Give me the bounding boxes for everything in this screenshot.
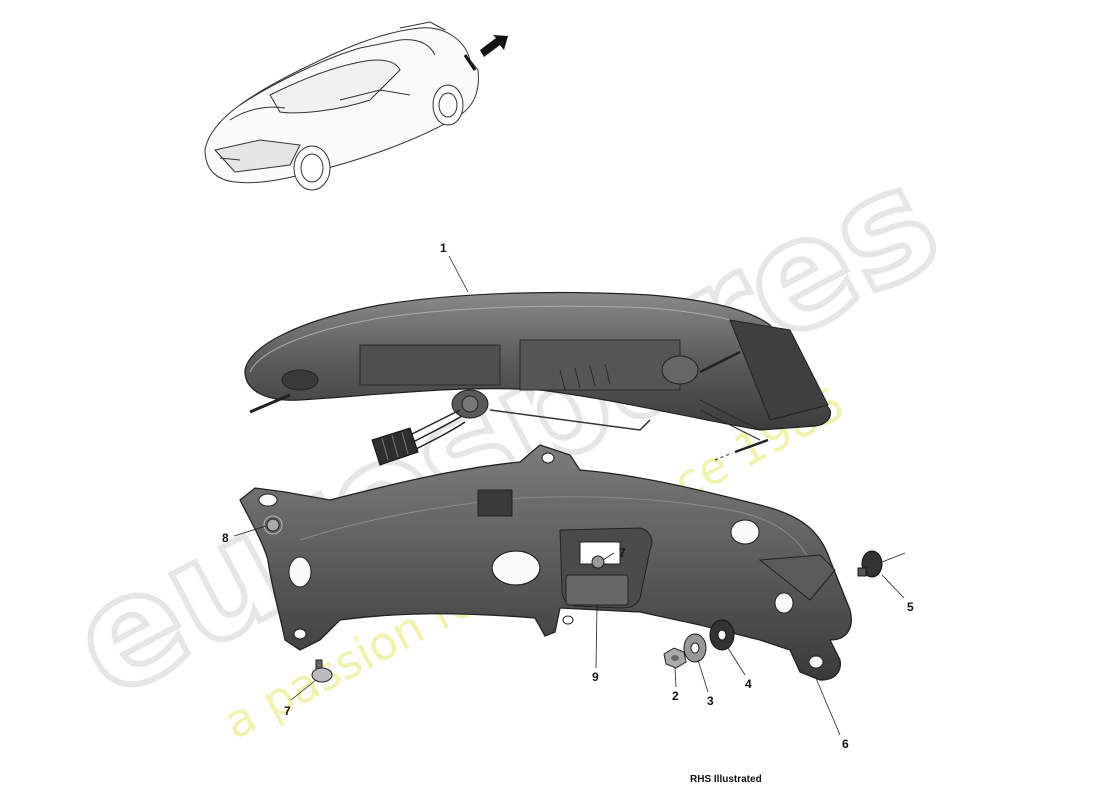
fastener-8 [266,518,280,532]
grommet-5 [857,550,906,578]
leader-lines [233,255,905,736]
bolt-7-upper [591,555,605,569]
washer-4 [709,619,735,651]
callout-3: 3 [707,694,714,708]
lamp-housing [244,291,831,466]
callout-4: 4 [745,677,752,691]
callout-6: 6 [842,737,849,751]
callout-5: 5 [907,600,914,614]
car-thumbnail [204,21,479,191]
label-plate [565,574,629,606]
callouts: 1 2 3 4 5 6 7 7 8 9 [222,241,914,751]
washer-3 [683,633,707,663]
location-arrow-icon [480,35,508,57]
callout-7-upper: 7 [619,546,626,560]
bolt-7-lower [311,659,333,683]
wiring-connector [371,427,419,466]
callout-7-lower: 7 [284,704,291,718]
callout-9: 9 [592,670,599,684]
callout-1: 1 [440,241,447,255]
illustration-caption: RHS Illustrated [690,774,762,785]
mounting-bracket [239,444,852,681]
callout-2: 2 [672,689,679,703]
nut-2 [663,647,687,669]
callout-8: 8 [222,531,229,545]
